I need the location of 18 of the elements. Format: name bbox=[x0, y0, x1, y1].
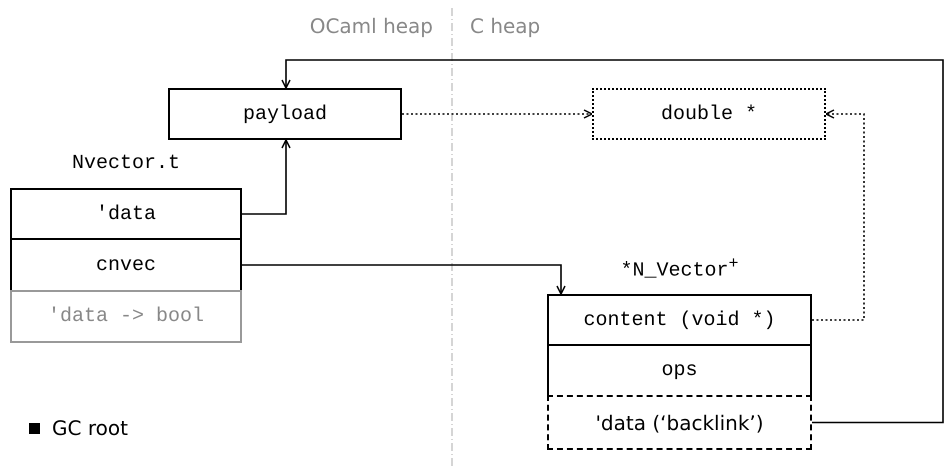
arrow bbox=[281, 59, 944, 424]
arrow bbox=[242, 264, 566, 295]
record-field: 'data (‘backlink’) bbox=[547, 395, 812, 450]
record-field: 'data -> bool bbox=[10, 290, 242, 343]
arrow bbox=[812, 109, 865, 321]
record-field: payload bbox=[168, 88, 402, 140]
arrow bbox=[402, 109, 593, 119]
arrow bbox=[242, 139, 291, 215]
record-field: ops bbox=[547, 344, 812, 397]
record-field: double * bbox=[592, 88, 826, 140]
heap-label: OCaml heap bbox=[310, 14, 433, 38]
struct-name: Nvector.t bbox=[70, 152, 182, 175]
legend-label: GC root bbox=[52, 416, 128, 440]
record-field: 'data bbox=[10, 188, 242, 240]
record-field: cnvec bbox=[10, 238, 242, 292]
struct-name: *N_Vector$^{+}$ bbox=[619, 255, 740, 283]
record-field: content (void *) bbox=[547, 294, 812, 346]
heap-label: C heap bbox=[470, 14, 540, 38]
